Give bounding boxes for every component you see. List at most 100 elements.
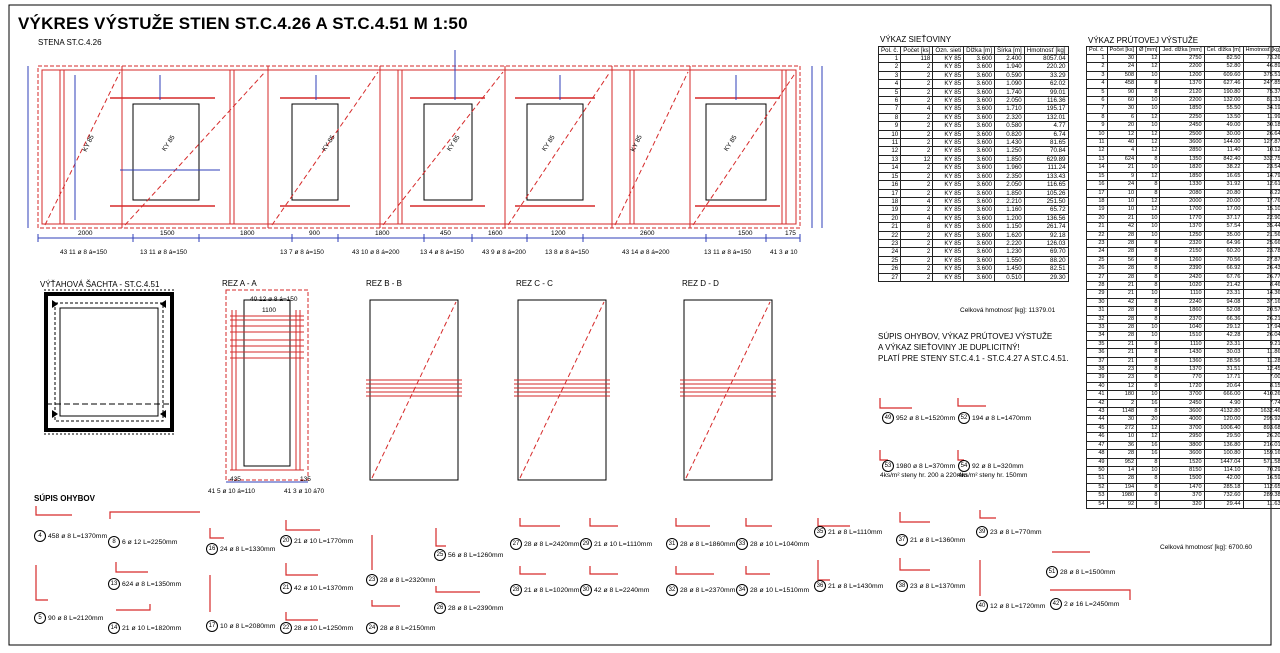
net-table-cell: 3.600 (963, 196, 995, 207)
rod-table-cell: 295.92 (1242, 415, 1280, 425)
rod-table-cell: 2500 (1159, 129, 1205, 140)
wall-bar-tag: 43 10 ø 8 á=200 (352, 249, 400, 256)
bar-shape-text: 28 ø 10 L=1510mm (750, 586, 810, 594)
rod-table-cell: 82.50 (1203, 53, 1244, 64)
rod-table-cell: 11.28 (1242, 356, 1280, 367)
rod-table-cell: 20 (1106, 121, 1138, 131)
rod-table-cell: 28.56 (1203, 356, 1244, 367)
rod-table-cell: 7.00 (1242, 373, 1280, 383)
rod-table-cell: 2240 (1159, 297, 1205, 308)
net-table-cell: KY 85 (932, 121, 965, 131)
net-table-cell: 4 (877, 79, 902, 89)
rod-table-cell: 11.63 (1242, 499, 1280, 509)
rod-table-cell: 46.89 (1242, 62, 1280, 72)
net-table-cell: 1.620 (993, 230, 1025, 240)
net-table-cell: 3.600 (963, 188, 995, 198)
net-table-cell: KY 85 (932, 247, 965, 257)
net-table-cell: 1.230 (993, 247, 1025, 257)
rod-table-cell: 1500 (1159, 474, 1205, 484)
rod-table-cell: 28 (1106, 264, 1138, 274)
rod-table-cell: 16 (1086, 180, 1108, 190)
rod-table-cell: 12 (1136, 423, 1161, 434)
bar-position-number: 30 (580, 584, 592, 596)
rod-table-cell: 42.28 (1203, 331, 1244, 341)
rod-table-cell: 8 (1136, 457, 1161, 467)
net-table-cell: 2.220 (993, 238, 1025, 249)
bar-shape-text: 952 ø 8 L=1520mm (896, 414, 956, 422)
net-table-cell: 1.450 (993, 264, 1025, 274)
rod-table-cell: 2120 (1159, 87, 1205, 98)
rod-table-cell: 10 (1106, 205, 1138, 215)
rod-table-cell: 1632.46 (1242, 407, 1280, 417)
section-a-bottom-tag-2: 41 3 ø 10 á70 (284, 488, 325, 495)
net-table-cell: 24 (877, 247, 902, 257)
rod-table-cell: 42 (1086, 398, 1108, 409)
rod-table-cell: 42 (1106, 222, 1138, 232)
net-table-header-cell: Šírka [m] (993, 46, 1025, 55)
rod-table-cell: 2150 (1159, 247, 1205, 257)
rod-table-cell: 45 (1086, 423, 1108, 434)
rod-table-cell: 52.80 (1203, 62, 1244, 72)
section-b (366, 299, 462, 481)
bar-position-number: 28 (510, 584, 522, 596)
rod-table-cell: 24 (1106, 62, 1138, 72)
rod-table-cell: 8 (1136, 407, 1161, 417)
rod-table-cell: 67.76 (1203, 272, 1244, 282)
rod-table-cell: 40 (1086, 381, 1108, 392)
rod-table-cell: 43 (1086, 407, 1108, 417)
rod-table-cell: 20.80 (1203, 188, 1244, 198)
rod-table-cell: 14.36 (1242, 289, 1280, 299)
bar-position-number: 26 (434, 602, 446, 614)
rod-table-cell: 30.18 (1242, 121, 1280, 131)
bar-position-number: 31 (666, 538, 678, 550)
rod-table-cell: 16.65 (1203, 171, 1244, 182)
duplicate-note: SÚPIS OHYBOV, VÝKAZ PRÚTOVEJ VÝSTUŽE A V… (878, 331, 1068, 364)
rod-table-cell: 132.00 (1203, 96, 1244, 106)
wall-bar-tag: 43 11 ø 8 á=150 (60, 249, 108, 256)
rod-table-cell: 37.16 (1242, 297, 1280, 308)
net-table-cell: 2 (900, 79, 934, 89)
net-table-cell: 25 (877, 255, 902, 266)
rod-table-cell: 23 (1106, 365, 1138, 375)
net-table-cell: 1.200 (993, 213, 1025, 224)
bar-position-number: 8 (108, 536, 120, 548)
rod-table-cell: 36 (1086, 348, 1108, 358)
rod-table-cell: 21 (1106, 348, 1138, 358)
section-d-label: REZ D - D (682, 279, 719, 288)
rod-table-cell: 2750 (1159, 53, 1205, 64)
net-table-cell: 3.600 (963, 146, 995, 156)
net-table-cell: 4 (900, 213, 934, 224)
rod-table-cell: 8 (1136, 255, 1161, 266)
rod-table-cell: 24 (1086, 247, 1108, 257)
net-table-cell: 116.65 (1023, 180, 1069, 190)
rod-table-cell: 17.00 (1203, 205, 1244, 215)
net-table-cell: 3.600 (963, 247, 995, 257)
net-table-cell: 2 (900, 70, 934, 81)
rod-table-cell: 28 (1106, 247, 1138, 257)
wall-bar-tag: 41 3 ø 10 (770, 249, 798, 256)
bar-shape-sketches (35, 398, 1131, 621)
rod-table-cell: 28 (1106, 322, 1138, 333)
rod-table-cell: 2 (1106, 398, 1138, 409)
net-table-cell: 3.600 (963, 180, 995, 190)
section-b-label: REZ B - B (366, 279, 403, 288)
net-table-cell: KY 85 (932, 87, 965, 98)
